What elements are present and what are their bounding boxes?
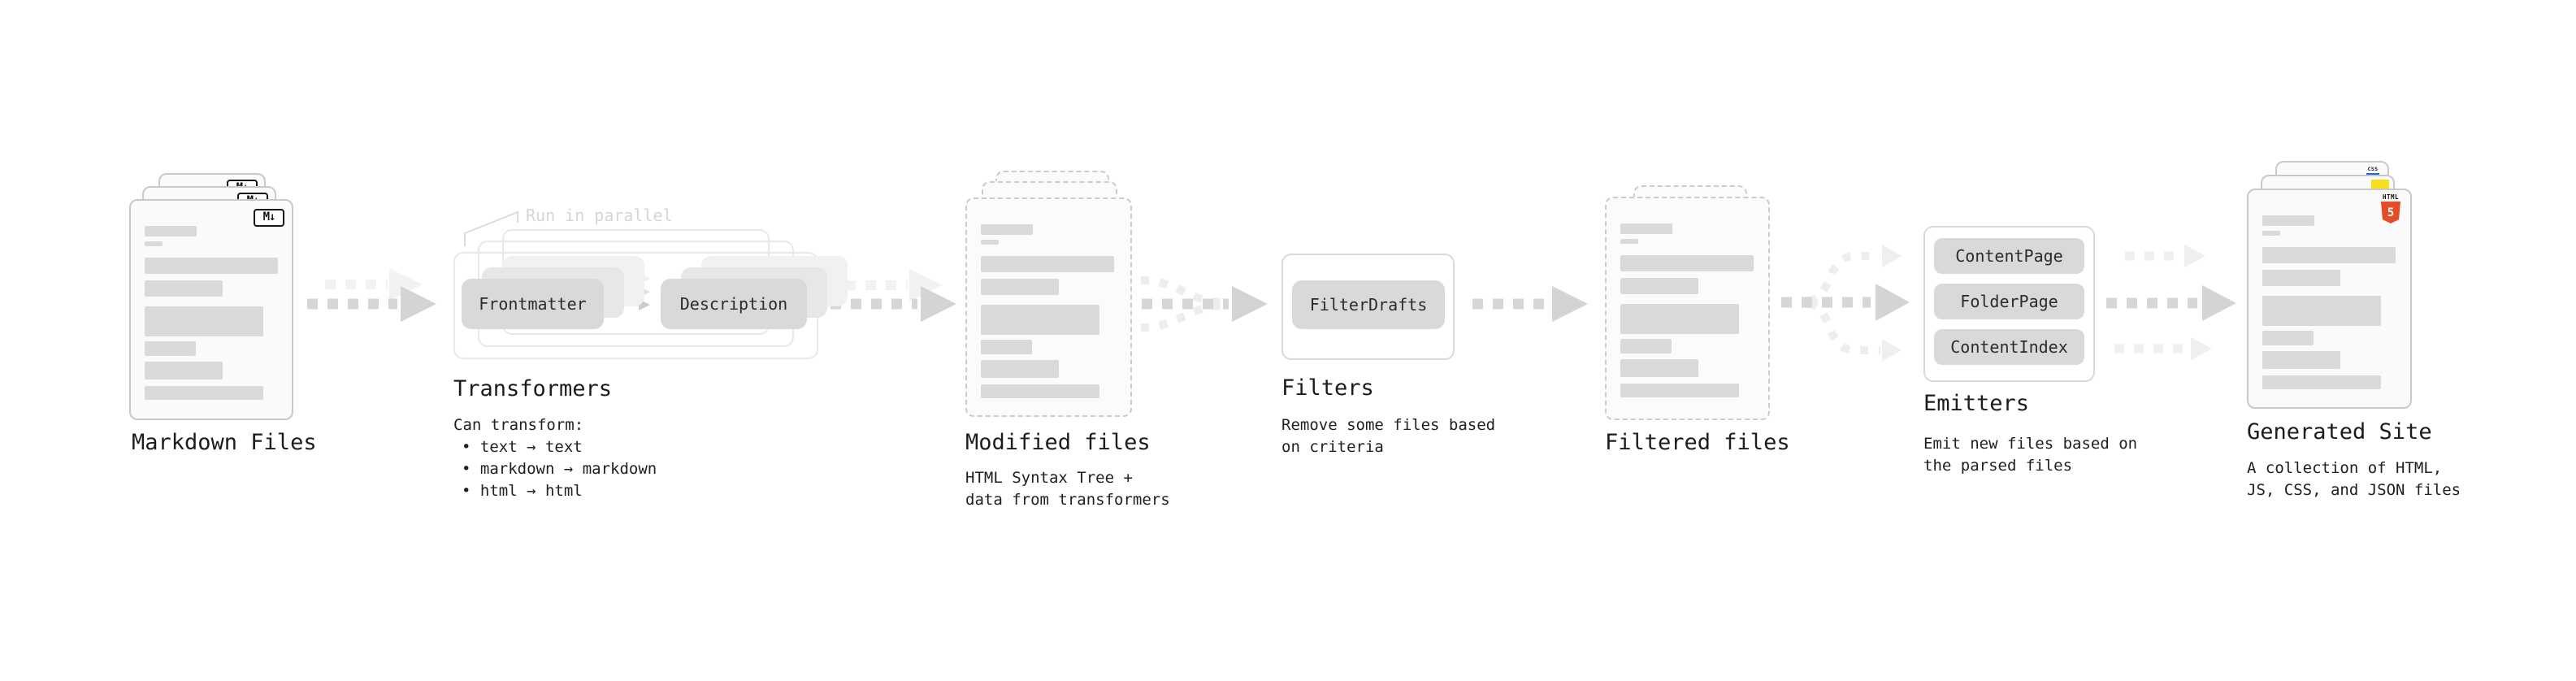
markdown-file-card: M↓ [129,199,293,420]
pill-contentpage: ContentPage [1934,238,2084,274]
stage-title: Filtered files [1605,430,1790,455]
skeleton-text-lines [131,201,292,400]
flow-arrow-markdown-to-transformers [307,268,436,322]
stage-generated-site: CSS HTML 5 Generated Site A collection o… [2247,161,2491,502]
stage-subtitle: Remove some files based on criteria [1281,416,1496,456]
stage-subtitle: Can transform: • text → text • markdown … [453,414,657,502]
flow-arrow-emitters-to-site [2106,245,2236,360]
stage-title: Modified files [965,430,1151,455]
pill-filterdrafts: FilterDrafts [1292,280,1445,329]
flow-arrow-transformers-to-modified [830,269,956,322]
stage-filters: FilterDrafts Filters Remove some files b… [1281,254,1517,465]
body-heading: Can transform: [453,416,584,434]
flow-arrow-modified-to-filters [1140,276,1268,332]
pill-frontmatter: Frontmatter [462,279,604,329]
html5-icon: HTML 5 [2380,194,2401,223]
pill-folderpage: FolderPage [1934,284,2084,319]
stage-subtitle: A collection of HTML, JS, CSS, and JSON … [2247,459,2461,499]
pill-contentindex: ContentIndex [1934,329,2084,365]
stage-emitters: ContentPage FolderPage ContentIndex Emit… [1923,226,2159,486]
bullet-item: • markdown → markdown [462,460,657,478]
stage-modified-files: Modified files HTML Syntax Tree + data f… [965,171,1209,512]
flow-arrow-filters-to-filtered [1472,286,1588,322]
bullet-item: • html → html [462,482,583,500]
run-in-parallel-note: Run in parallel [526,206,673,225]
stage-title: Filters [1281,375,1374,401]
stage-markdown-files: M↓ M↓ M↓ Markdown Files [129,173,340,482]
skeleton-text-lines [2249,190,2410,389]
bullet-item: • text → text [462,438,583,456]
stage-title: Emitters [1923,391,2030,416]
stage-subtitle: HTML Syntax Tree + data from transformer… [965,469,1170,509]
stage-title: Generated Site [2247,419,2432,445]
stage-title: Transformers [453,376,613,401]
flow-arrow-filtered-to-emitters [1781,245,1910,362]
stage-subtitle: Emit new files based on the parsed files [1923,435,2138,475]
pill-description: Description [661,279,807,329]
stage-transformers: Run in parallel Frontmatter Description … [453,200,848,509]
markdown-icon: M↓ [254,209,284,227]
skeleton-text-lines [967,199,1130,398]
site-file-card-html: HTML 5 [2247,189,2412,409]
filtered-file-card [1605,197,1770,420]
stage-filtered-files: Filtered files [1605,185,1832,462]
note-callout-line [464,210,518,246]
stage-title: Markdown Files [132,430,317,455]
css-icon: CSS [2365,167,2381,176]
modified-file-card [965,197,1132,417]
skeleton-text-lines [1607,198,1768,397]
